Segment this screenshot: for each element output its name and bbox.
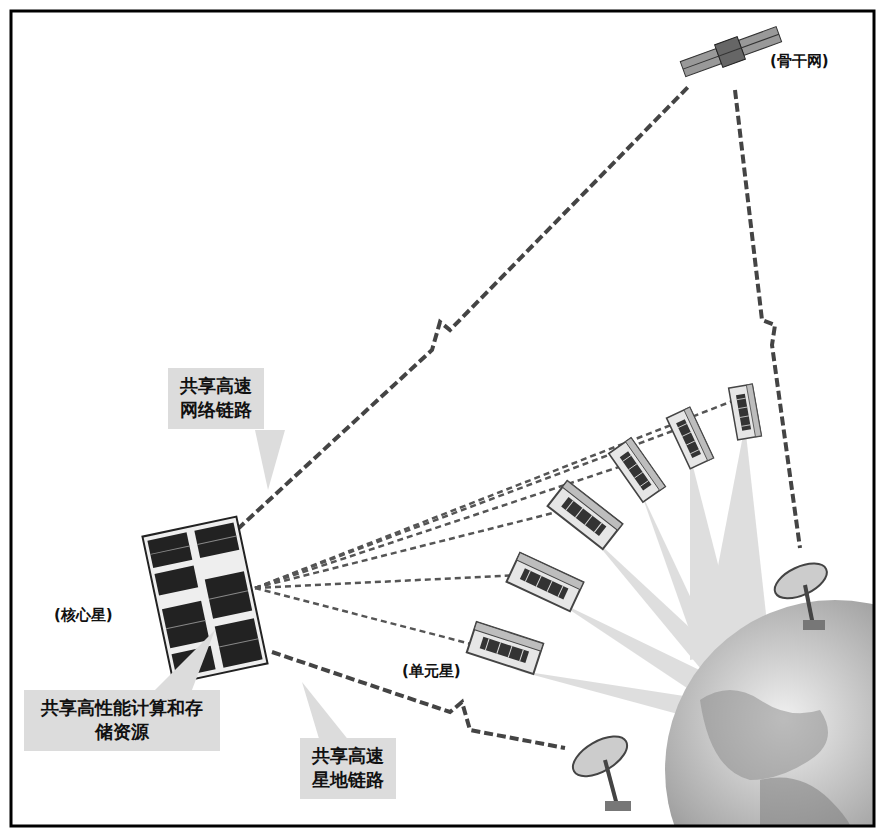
satellite-label: (骨干网) [768,52,831,71]
callout-box: 共享高速网络链路 [168,368,264,429]
satellite-label: (单元星) [400,662,463,681]
callout-text: 共享高性能计算和存储资源 [34,696,210,745]
callout-text: 共享高速网络链路 [178,374,254,423]
callout-text: 共享高速星地链路 [310,744,386,793]
callout-box: 共享高性能计算和存储资源 [24,690,220,751]
satellite-label: (核心星) [52,606,115,625]
callout-box: 共享高速星地链路 [300,738,396,799]
